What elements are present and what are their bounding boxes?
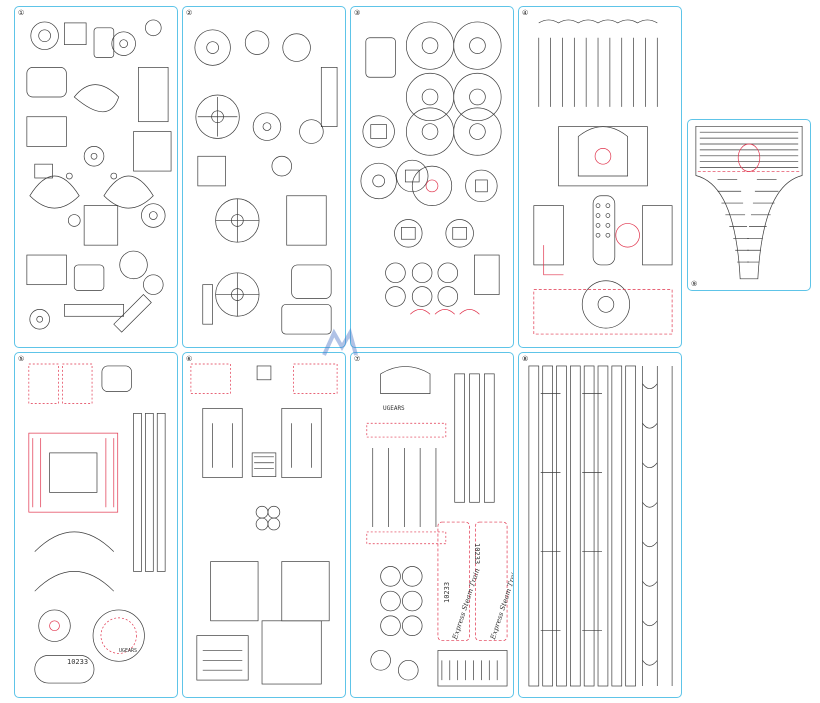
sheet-number: ⑦	[354, 355, 361, 363]
sheet-6: ⑥	[182, 352, 346, 698]
sheet-3: ③	[350, 6, 514, 348]
sheet-3-parts	[360, 21, 502, 315]
part-code: 10233	[473, 543, 481, 565]
sheet-9-parts	[695, 125, 803, 280]
sheet-8-parts	[528, 365, 673, 687]
sheet-2: ②	[182, 6, 346, 348]
sheet-5-parts	[28, 363, 166, 684]
sheet-number: ⑥	[186, 355, 193, 363]
sheet-1-parts	[26, 19, 172, 333]
sheet-number: ⑧	[522, 355, 529, 363]
sheet-7-parts	[366, 366, 508, 687]
sheet-6-parts	[190, 363, 338, 685]
sheet-9: ⑨	[687, 119, 811, 291]
sheet-4: ④	[518, 6, 682, 348]
sheet-2-parts	[194, 29, 338, 335]
brand-logo-engraving: UGEARS	[119, 648, 138, 654]
part-code: 10233	[443, 581, 451, 603]
sheet-number: ④	[522, 9, 529, 17]
sheet-1: ①	[14, 6, 178, 348]
sheet-number: ③	[354, 9, 361, 17]
sheet-7: ⑦ UGEARS Express Steam Train Express Ste…	[350, 352, 514, 698]
sheet-5: ⑤ 10233 UGEARS	[14, 352, 178, 698]
sheet-number: ②	[186, 9, 193, 17]
sheet-8: ⑧	[518, 352, 682, 698]
sheet-number: ①	[18, 9, 25, 17]
sheet-4-parts	[533, 19, 673, 335]
sheet-number: ⑨	[691, 280, 698, 288]
sheet-number: ⑤	[18, 355, 25, 363]
brand-logo-engraving: UGEARS	[383, 405, 405, 412]
part-code: 10233	[67, 658, 89, 666]
